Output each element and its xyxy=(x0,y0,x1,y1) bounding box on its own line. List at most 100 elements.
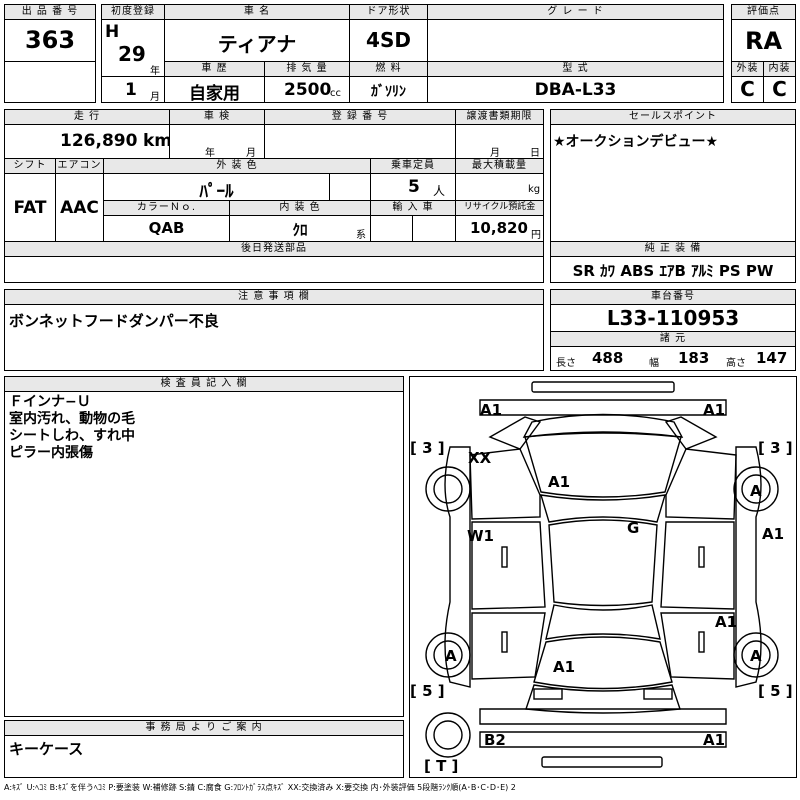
int-score-box xyxy=(763,76,796,103)
chassis-label: 車台番号 xyxy=(550,289,796,305)
fuel-value: ｶﾞｿﾘﾝ xyxy=(371,84,406,100)
mileage-label: 走 行 xyxy=(4,109,170,125)
score-value: RA xyxy=(744,27,783,55)
history-label: 車 歴 xyxy=(164,61,265,77)
lot-label: 出 品 番 号 xyxy=(4,4,96,20)
transfer-day: 日 xyxy=(530,148,540,159)
model-value: DBA-L33 xyxy=(534,80,617,100)
grade-label: グ レ ー ド xyxy=(427,4,724,20)
spare-tire-label: [ T ] xyxy=(424,757,459,775)
later-parts-label: 後日発送部品 xyxy=(4,241,544,257)
ac-label: エアコン xyxy=(55,158,104,174)
mark-hood-left: XX xyxy=(468,449,492,467)
mark-left-front-door: W1 xyxy=(467,527,494,545)
mark-rear-right: A1 xyxy=(703,731,726,749)
passengers-value: 5 xyxy=(408,177,420,197)
era: H xyxy=(105,22,120,42)
shift-box xyxy=(4,173,56,242)
lot-blank xyxy=(4,61,96,103)
first-reg-year-box xyxy=(101,19,165,77)
ext-color-label: 外 装 色 xyxy=(103,158,371,174)
max-load-unit: kg xyxy=(528,184,541,195)
ext-color-value: ﾊﾟｰﾙ xyxy=(199,182,234,202)
mark-right-front-wheel: A xyxy=(750,482,762,500)
inspection-year-unit: 年 xyxy=(205,148,215,159)
fuel-label: 燃 料 xyxy=(349,61,428,77)
color-no-value: QAB xyxy=(148,219,185,237)
reg-no-box xyxy=(264,124,456,159)
height-label: 高さ xyxy=(726,358,746,369)
history-box xyxy=(164,76,265,103)
door-label: ドア形状 xyxy=(349,4,428,20)
sales-point-label: セールスポイント xyxy=(550,109,796,125)
car-name-box xyxy=(164,19,350,62)
shift-value: FAT xyxy=(13,198,47,218)
ext-score: C xyxy=(740,77,755,101)
ext-color-extra xyxy=(329,173,371,201)
recycle-label: リサイクル預託金 xyxy=(455,200,544,216)
car-name-label: 車 名 xyxy=(164,4,350,20)
office-text: キーケース xyxy=(9,740,84,758)
first-reg-month-box xyxy=(101,76,165,103)
tire-rr: 5 xyxy=(770,682,781,700)
transfer-box xyxy=(455,124,544,159)
int-color-value: ｸﾛ xyxy=(292,221,308,239)
displacement-label: 排 気 量 xyxy=(264,61,350,77)
mileage-value: 126,890 xyxy=(60,131,138,151)
passengers-unit: 人 xyxy=(433,184,446,198)
office-label: 事 務 局 よ り ご 案 内 xyxy=(4,720,404,736)
import-box-2 xyxy=(412,215,456,242)
recycle-value: 10,820 xyxy=(470,219,528,237)
equipment-value: SR ｶﾜ ABS ｴｱB ｱﾙﾐ PS PW xyxy=(572,262,774,280)
mileage-box xyxy=(4,124,170,159)
int-score: C xyxy=(772,77,787,101)
int-color-unit: 系 xyxy=(356,230,366,241)
inspector-line-4: ピラー内張傷 xyxy=(9,445,93,461)
recycle-box xyxy=(455,215,544,242)
import-box-1 xyxy=(370,215,413,242)
passengers-label: 乗車定員 xyxy=(370,158,456,174)
specs-label: 諸 元 xyxy=(550,331,796,347)
max-load-label: 最大積載量 xyxy=(455,158,544,174)
inspector-line-3: シートしわ、すれ中 xyxy=(9,428,135,444)
mark-front-left: A1 xyxy=(480,401,503,419)
int-color-label: 内 装 色 xyxy=(229,200,371,216)
int-score-label: 内装 xyxy=(763,61,796,77)
office-box xyxy=(4,735,404,778)
first-reg-label: 初度登録 xyxy=(101,4,165,20)
sales-point-text: ★オークションデビュー★ xyxy=(553,134,719,150)
mark-trunk: A1 xyxy=(553,658,576,676)
transfer-label: 譲渡書類期限 xyxy=(455,109,544,125)
displacement-value: 2500 xyxy=(284,80,332,100)
spare-tire: T xyxy=(436,757,447,775)
tire-fr-label: [ 3 ] xyxy=(758,439,793,457)
equipment-box xyxy=(550,256,796,283)
score-box xyxy=(731,19,796,62)
notes-text: ボンネットフードダンパー不良 xyxy=(9,312,219,330)
month-unit: 月 xyxy=(150,92,160,103)
inspector-label: 検 査 員 記 入 欄 xyxy=(4,376,404,392)
score-label: 評価点 xyxy=(731,4,796,20)
lot-number: 363 xyxy=(24,26,76,54)
legend: A:ｷｽﾞ U:ﾍｺﾐ B:ｷｽﾞを伴うﾍｺﾐ P:要塗装 W:補修跡 S:錆 … xyxy=(4,783,516,792)
car-name: ティアナ xyxy=(217,32,297,56)
mark-front-right: A1 xyxy=(703,401,726,419)
passengers-box xyxy=(370,173,456,201)
tire-rr-label: [ 5 ] xyxy=(758,682,793,700)
sales-point-box xyxy=(550,124,796,242)
model-label: 型 式 xyxy=(427,61,724,77)
reg-month: 1 xyxy=(125,80,137,100)
inspector-box xyxy=(4,391,404,717)
lot-box xyxy=(4,19,96,62)
length-label: 長さ xyxy=(556,358,576,369)
tire-fl: 3 xyxy=(422,439,433,457)
equipment-label: 純 正 装 備 xyxy=(550,241,796,257)
inspector-line-2: 室内汚れ、動物の毛 xyxy=(9,411,136,427)
later-parts-box xyxy=(4,256,544,283)
mark-rear-left: B2 xyxy=(484,731,506,749)
mark-right-rear-door: A1 xyxy=(715,613,738,631)
inspector-line-1: Ｆインナ−Ｕ xyxy=(9,394,91,410)
import-label: 輸 入 車 xyxy=(370,200,456,216)
reg-no-label: 登 録 番 号 xyxy=(264,109,456,125)
tire-rl: 5 xyxy=(422,682,433,700)
